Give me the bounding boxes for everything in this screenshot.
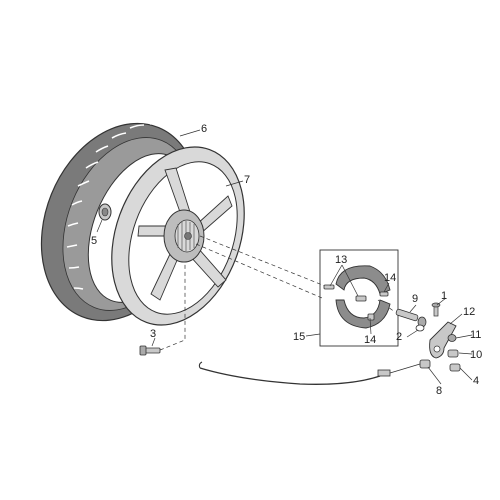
brake-shoe-lower bbox=[335, 299, 391, 329]
pin-10 bbox=[447, 349, 459, 358]
callout-labels: 1 2 3 4 5 6 7 8 9 10 11 12 13 14 14 15 bbox=[91, 123, 482, 397]
leader-lines bbox=[96, 129, 473, 385]
pin-4 bbox=[449, 363, 461, 372]
brake-cam-shaft bbox=[395, 308, 427, 328]
callout-1: 1 bbox=[441, 290, 447, 302]
callout-4: 4 bbox=[473, 375, 479, 387]
callout-3: 3 bbox=[150, 328, 156, 340]
valve-part bbox=[98, 203, 112, 221]
brake-shoe-upper bbox=[335, 265, 391, 295]
brake-springs bbox=[323, 284, 389, 321]
callout-5: 5 bbox=[91, 235, 97, 247]
callout-2: 2 bbox=[396, 331, 402, 343]
brake-lever bbox=[429, 321, 457, 359]
callout-11: 11 bbox=[470, 329, 481, 341]
callout-15: 15 bbox=[293, 331, 305, 343]
tyre-tread bbox=[66, 121, 165, 290]
screw bbox=[431, 302, 441, 317]
brake-cable bbox=[198, 361, 421, 385]
callout-9: 9 bbox=[412, 293, 418, 305]
rim-spokes bbox=[137, 167, 233, 301]
seal-ring bbox=[415, 324, 425, 332]
nut-11 bbox=[447, 334, 457, 342]
callout-14-upper: 14 bbox=[384, 272, 396, 284]
adjuster-nut-8 bbox=[419, 359, 431, 369]
wheel-rim bbox=[111, 146, 245, 326]
callout-13: 13 bbox=[335, 254, 347, 266]
callout-12: 12 bbox=[463, 306, 475, 318]
brake-shoe-box bbox=[319, 249, 399, 347]
callout-6: 6 bbox=[201, 123, 207, 135]
callout-7: 7 bbox=[244, 174, 250, 186]
callout-14-lower: 14 bbox=[364, 334, 376, 346]
callout-8: 8 bbox=[436, 385, 442, 397]
axle-bolt bbox=[139, 345, 161, 356]
callout-10: 10 bbox=[470, 349, 482, 361]
